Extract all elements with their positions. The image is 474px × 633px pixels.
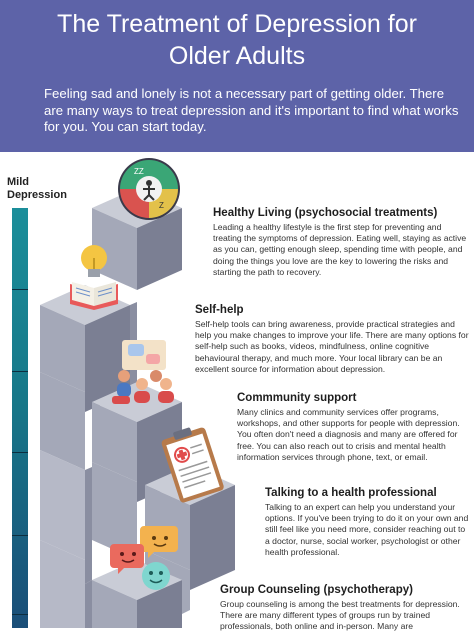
intro-text: Feeling sad and lonely is not a necessar… (44, 86, 459, 134)
scale-tick (12, 614, 28, 615)
scale-tick (12, 452, 28, 453)
section-title-group-counseling: Group Counseling (psychotherapy) (220, 584, 413, 596)
scale-tick (12, 371, 28, 372)
section-body-group-counseling: Group counseling is among the best treat… (220, 599, 460, 632)
scale-label-line-2: Depression (7, 189, 67, 201)
scale-label-line-1: Mild (7, 176, 29, 188)
section-title-health-professional: Talking to a health professional (265, 487, 437, 499)
section-body-self-help: Self-help tools can bring awareness, pro… (195, 319, 469, 374)
section-title-community-support: Commmunity support (237, 392, 357, 404)
page-title: The Treatment of Depression for Older Ad… (20, 8, 454, 72)
book-lightbulb-icon (70, 245, 118, 310)
scale-tick (12, 535, 28, 536)
section-body-healthy-living: Leading a healthy lifestyle is the first… (213, 222, 467, 277)
section-title-healthy-living: Healthy Living (psychosocial treatments) (213, 207, 438, 219)
scale-label: Mild Depression (7, 176, 67, 202)
medical-clipboard-icon (161, 427, 224, 503)
title-line-2: Older Adults (168, 42, 306, 70)
community-group-icon (112, 340, 174, 404)
title-line-1: The Treatment of Depression for (57, 10, 417, 38)
section-body-health-professional: Talking to an expert can help you unders… (265, 502, 469, 557)
section-title-self-help: Self-help (195, 304, 244, 316)
scale-tick (12, 289, 28, 290)
section-body-community-support: Many clinics and community services offe… (237, 407, 460, 462)
severity-scale-bar (12, 208, 28, 628)
svg-text:ZZ: ZZ (134, 167, 144, 176)
chat-bubbles-icon (110, 526, 178, 590)
wellness-wheel-icon: ZZ Z (118, 158, 180, 220)
svg-text:Z: Z (159, 201, 164, 210)
header-banner: The Treatment of Depression for Older Ad… (0, 0, 474, 152)
